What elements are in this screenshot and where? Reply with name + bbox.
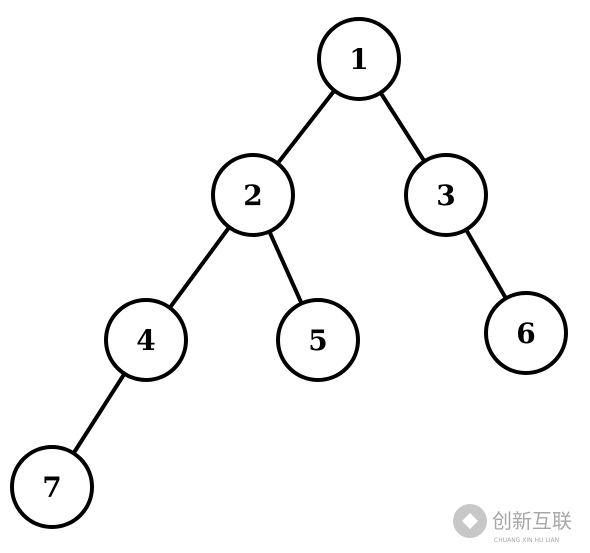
tree-node-5: 5	[276, 298, 360, 382]
tree-node-6: 6	[484, 291, 568, 375]
node-circle-7	[10, 445, 94, 529]
node-circle-6	[484, 291, 568, 375]
tree-node-2: 2	[211, 153, 295, 237]
node-circle-5	[276, 298, 360, 382]
tree-node-3: 3	[404, 153, 488, 237]
node-label-5: 5	[308, 324, 327, 357]
watermark: 创新互联 CHUANG XIN HU LIAN	[453, 504, 572, 544]
node-circle-1	[317, 17, 401, 101]
node-label-1: 1	[349, 43, 368, 76]
node-label-6: 6	[516, 317, 535, 350]
watermark-brand: 创新互联	[492, 509, 572, 533]
watermark-subtitle: CHUANG XIN HU LIAN	[494, 537, 559, 544]
tree-edges	[50, 57, 528, 489]
node-label-2: 2	[243, 179, 262, 212]
node-circle-4	[104, 298, 188, 382]
tree-nodes: 1 2 3 4 5 6 7	[10, 17, 568, 529]
node-circle-2	[211, 153, 295, 237]
tree-node-4: 4	[104, 298, 188, 382]
node-label-4: 4	[136, 324, 155, 357]
node-label-3: 3	[436, 179, 455, 212]
tree-node-1: 1	[317, 17, 401, 101]
tree-node-7: 7	[10, 445, 94, 529]
watermark-logo-icon	[453, 504, 487, 538]
node-circle-3	[404, 153, 488, 237]
node-label-7: 7	[42, 471, 61, 504]
